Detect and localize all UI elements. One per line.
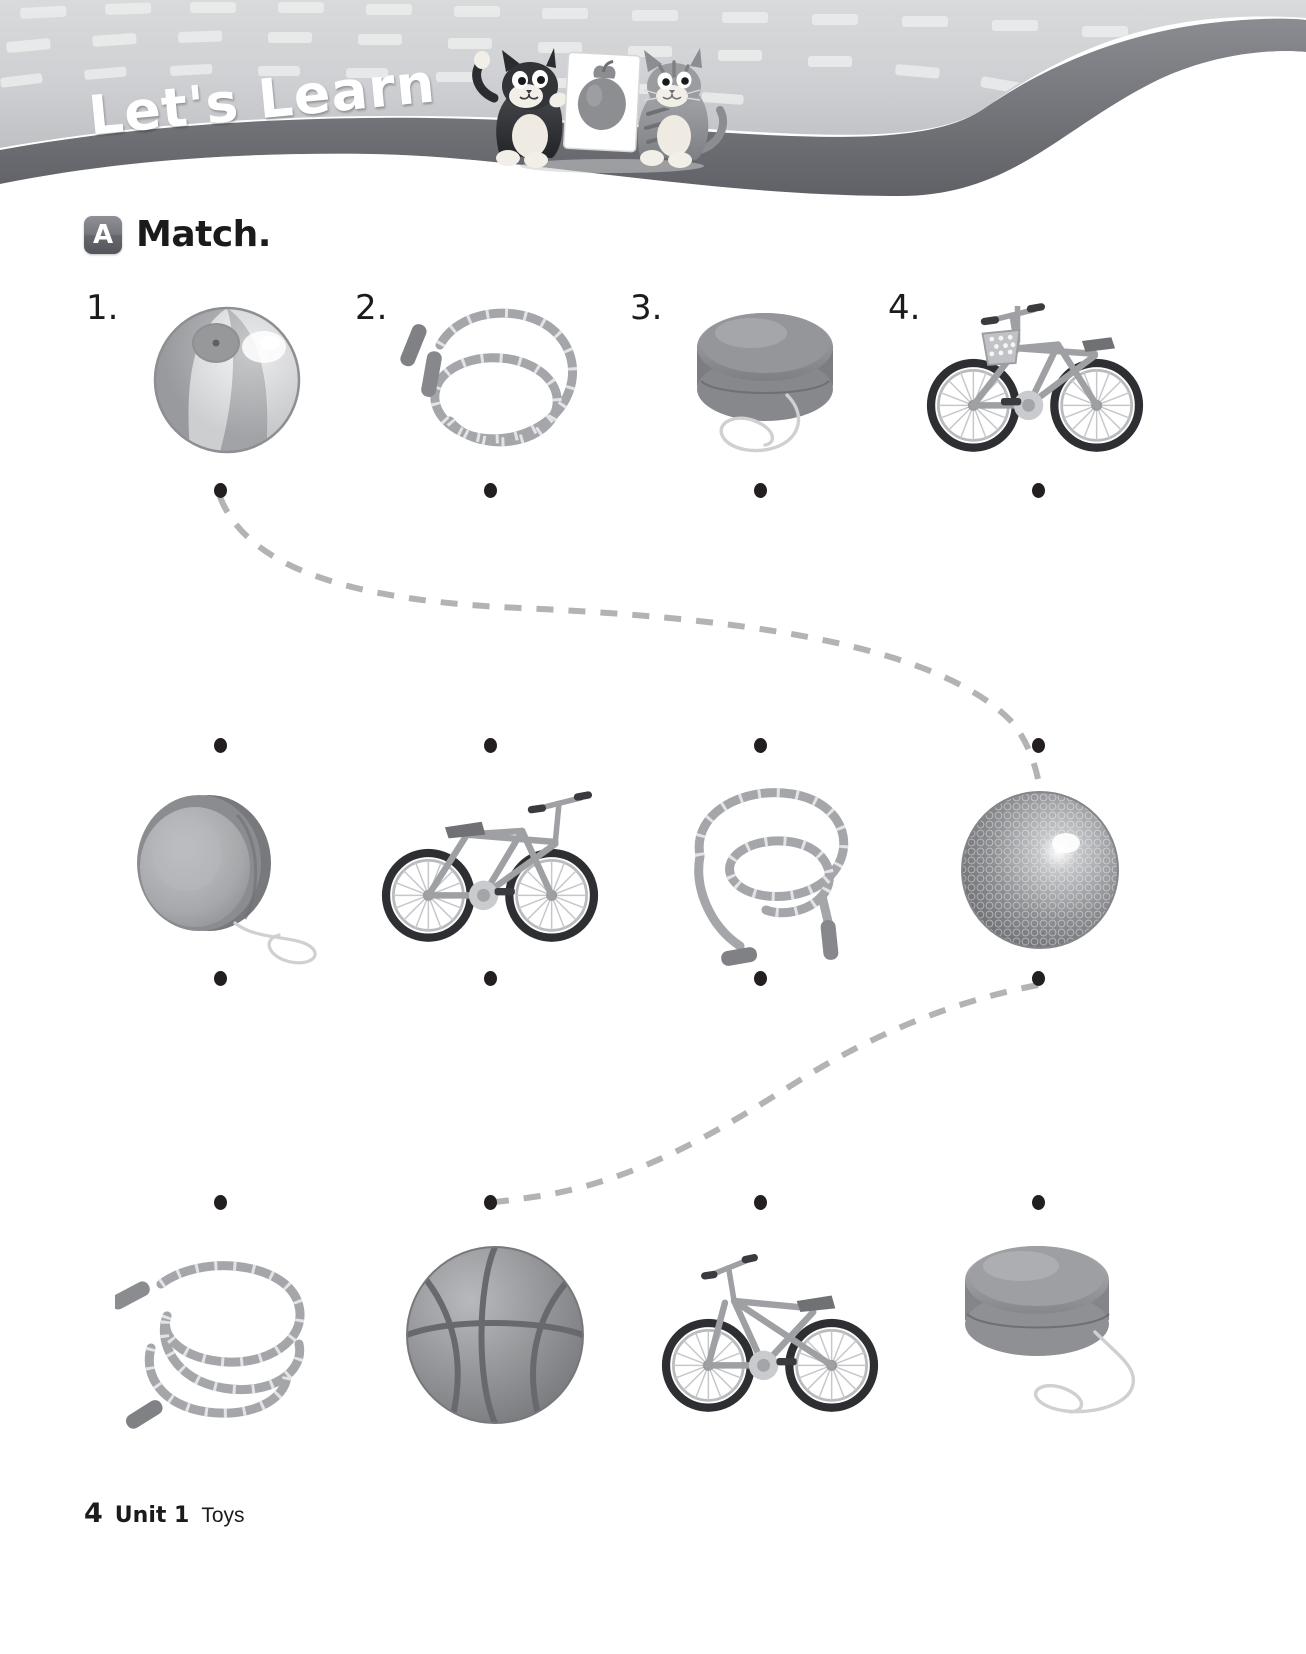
row2-item-bicycle[interactable]	[375, 770, 605, 960]
yo-yo-icon	[137, 795, 317, 965]
dot-row1-col4[interactable]	[1032, 483, 1045, 498]
row3-item-bicycle[interactable]	[655, 1235, 885, 1435]
gray-cat-mascot	[637, 48, 728, 168]
textured-ball-icon	[961, 791, 1119, 949]
dot-row1-col3[interactable]	[754, 483, 767, 498]
connector-ball-to-basketball	[494, 982, 1039, 1205]
item-number-3: 3.	[630, 288, 663, 328]
basketball-icon	[406, 1246, 584, 1424]
row2-item-jump-rope[interactable]	[660, 775, 890, 966]
black-cat-mascot	[472, 48, 567, 168]
beach-ball-icon	[153, 306, 301, 454]
unit-label: Unit 1	[114, 1503, 190, 1528]
connector-ball-to-ball	[217, 495, 1041, 780]
item-number-1: 1.	[86, 288, 119, 328]
page-footer: 4 Unit 1 Toys	[84, 1498, 245, 1529]
page-number: 4	[84, 1498, 103, 1529]
yo-yo-icon	[965, 1246, 1136, 1414]
exercise-instruction: Match.	[136, 214, 271, 255]
bicycle-with-basket-icon	[926, 303, 1144, 452]
bicycle-icon	[381, 791, 599, 942]
unit-topic: Toys	[201, 1504, 245, 1527]
handlebars	[980, 303, 1046, 352]
row3-item-jump-rope[interactable]	[110, 1230, 340, 1440]
row3-item-basketball[interactable]	[380, 1230, 610, 1440]
dot-row2-top-col2[interactable]	[484, 738, 497, 753]
jump-rope-icon	[694, 788, 849, 966]
jump-rope-icon	[115, 1261, 305, 1429]
dot-row2-top-col3[interactable]	[754, 738, 767, 753]
dot-row3-col3[interactable]	[754, 1195, 767, 1210]
dot-row2-bottom-col1[interactable]	[214, 971, 227, 986]
dot-row3-col1[interactable]	[214, 1195, 227, 1210]
row1-item-beach-ball[interactable]	[112, 285, 342, 475]
dot-row1-col2[interactable]	[484, 483, 497, 498]
row1-item-jump-rope[interactable]	[382, 285, 612, 475]
row2-item-yo-yo[interactable]	[112, 775, 342, 965]
dot-row3-col2[interactable]	[484, 1195, 497, 1210]
dot-row2-bottom-col2[interactable]	[484, 971, 497, 986]
yo-yo-icon	[697, 313, 833, 453]
dot-row2-bottom-col4[interactable]	[1032, 971, 1045, 986]
row3-item-yo-yo[interactable]	[940, 1240, 1170, 1440]
item-number-2: 2.	[355, 288, 388, 328]
bicycle-icon	[661, 1254, 879, 1412]
row1-item-bicycle-with-basket[interactable]	[920, 280, 1150, 470]
mascot-group	[472, 48, 728, 173]
jump-rope-icon	[400, 308, 578, 447]
apple-flashcard	[562, 51, 642, 153]
item-number-4: 4.	[888, 288, 921, 328]
pedal	[1000, 398, 1022, 406]
dot-row2-top-col1[interactable]	[214, 738, 227, 753]
dot-row2-bottom-col3[interactable]	[754, 971, 767, 986]
exercise-letter-badge: A	[84, 215, 122, 254]
dot-row1-col1[interactable]	[214, 483, 227, 498]
row1-item-yo-yo[interactable]	[650, 285, 880, 475]
dot-row2-top-col4[interactable]	[1032, 738, 1045, 753]
exercise-heading: A Match.	[84, 214, 271, 255]
basket	[981, 328, 1021, 366]
saddle	[1081, 337, 1116, 352]
row2-item-textured-ball[interactable]	[925, 775, 1155, 965]
page-header-banner: Let's Learn	[0, 0, 1306, 200]
dot-row3-col4[interactable]	[1032, 1195, 1045, 1210]
